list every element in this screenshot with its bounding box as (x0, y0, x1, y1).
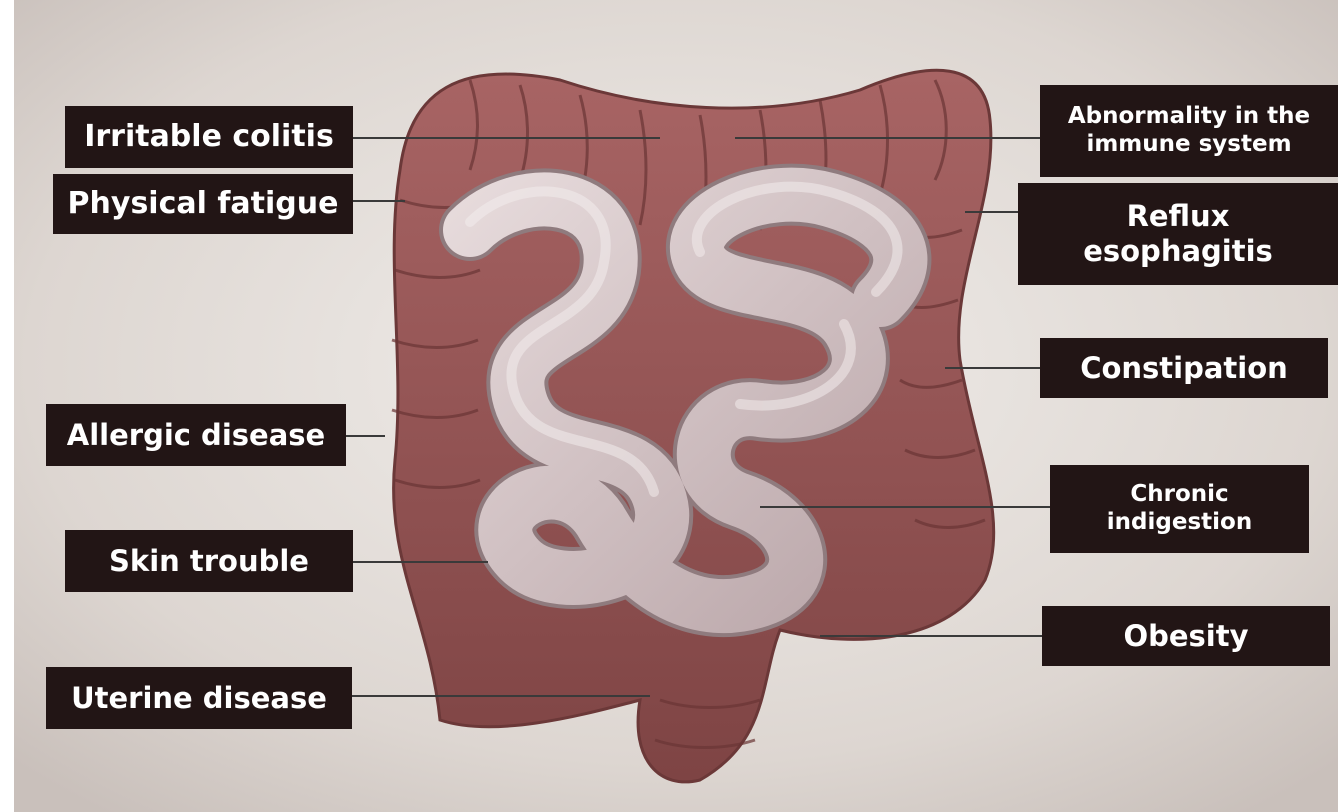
label-irritable-colitis: Irritable colitis (65, 106, 353, 168)
label-reflux-line1: Reflux (1127, 199, 1230, 234)
label-skin-trouble: Skin trouble (65, 530, 353, 592)
label-constipation-text: Constipation (1080, 351, 1288, 386)
label-skin-trouble-text: Skin trouble (109, 544, 309, 579)
label-reflux-line2: esophagitis (1083, 234, 1273, 269)
label-reflux-esophagitis: Reflux esophagitis (1018, 183, 1338, 285)
label-allergic-disease-text: Allergic disease (67, 418, 325, 453)
label-immune-system: Abnormality in the immune system (1040, 85, 1338, 177)
label-immune-line2: immune system (1086, 131, 1291, 159)
label-uterine-disease-text: Uterine disease (71, 681, 327, 716)
label-chronic-indigestion: Chronic indigestion (1050, 465, 1309, 553)
left-margin (0, 0, 14, 812)
label-chronic-line2: indigestion (1107, 509, 1252, 537)
label-physical-fatigue: Physical fatigue (53, 174, 353, 234)
label-immune-line1: Abnormality in the (1068, 103, 1310, 131)
label-physical-fatigue-text: Physical fatigue (68, 186, 339, 222)
label-obesity: Obesity (1042, 606, 1330, 666)
label-uterine-disease: Uterine disease (46, 667, 352, 729)
label-obesity-text: Obesity (1123, 619, 1248, 654)
label-chronic-line1: Chronic (1130, 481, 1228, 509)
label-constipation: Constipation (1040, 338, 1328, 398)
label-allergic-disease: Allergic disease (46, 404, 346, 466)
label-irritable-colitis-text: Irritable colitis (84, 119, 334, 155)
